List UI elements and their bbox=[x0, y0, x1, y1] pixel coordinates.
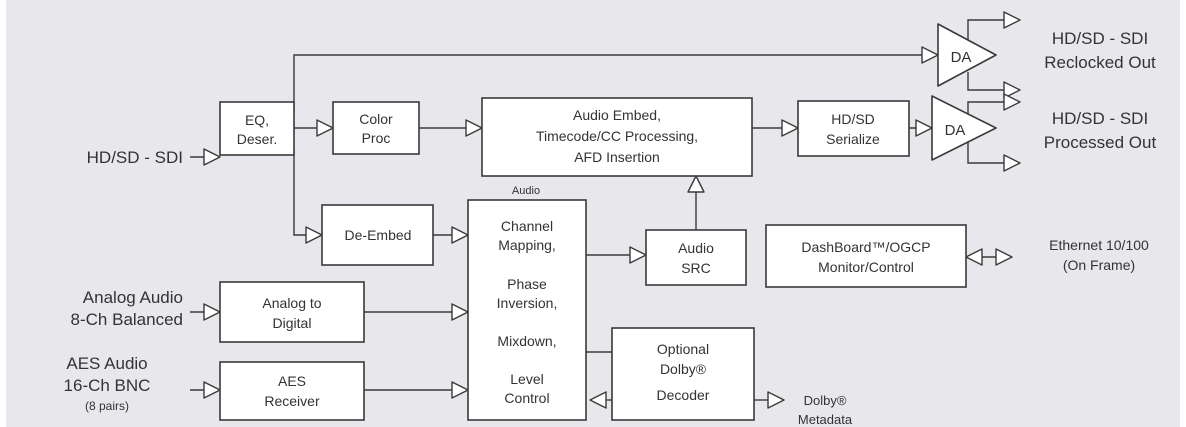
src-line-1: Audio bbox=[678, 240, 714, 256]
upper-da-triangle bbox=[937, 23, 997, 87]
output-ethernet-line-2: (On Frame) bbox=[1063, 257, 1135, 273]
arrow-embed-serialize bbox=[781, 119, 799, 137]
arrow-sdi-eq bbox=[203, 148, 221, 166]
serialize-line-1: HD/SD bbox=[831, 111, 875, 127]
input-aes-line-3: (8 pairs) bbox=[85, 399, 129, 413]
channel-line-2: Mapping, bbox=[498, 237, 556, 253]
block-eq-deser: EQ, Deser. bbox=[219, 101, 295, 156]
lower-da-triangle bbox=[931, 95, 997, 161]
embed-line-3: AFD Insertion bbox=[574, 149, 660, 165]
input-aes-line-1: AES Audio bbox=[66, 354, 147, 373]
output-processed-line-1: HD/SD - SDI bbox=[1052, 109, 1148, 128]
channel-line-1: Channel bbox=[501, 218, 553, 234]
output-reclocked-line-2: Reclocked Out bbox=[1044, 53, 1156, 72]
dashboard-line-2: Monitor/Control bbox=[818, 259, 914, 275]
wire-upper-da-out-bottom bbox=[967, 72, 1004, 91]
color-line-2: Proc bbox=[362, 130, 391, 146]
channel-line-3: Phase bbox=[507, 276, 547, 292]
eq-line-1: EQ, bbox=[245, 112, 269, 128]
input-analog-line-2: 8-Ch Balanced bbox=[71, 310, 183, 329]
arrow-aes-channel bbox=[451, 381, 469, 399]
channel-line-7: Control bbox=[504, 390, 549, 406]
channel-line-4: Inversion, bbox=[497, 295, 558, 311]
channel-line-5: Mixdown, bbox=[497, 333, 556, 349]
arrow-aes-receiver bbox=[203, 381, 221, 399]
ad-line-2: Digital bbox=[273, 315, 312, 331]
dashboard-line-1: DashBoard™/OGCP bbox=[801, 239, 930, 255]
wire-reclocked-path bbox=[293, 54, 938, 113]
diagram-background bbox=[6, 0, 1180, 427]
arrow-analog-ad bbox=[203, 303, 221, 321]
input-analog-line-1: Analog Audio bbox=[83, 288, 183, 307]
lower-distribution-amp: DA bbox=[931, 95, 997, 161]
output-metadata-line-2: Metadata bbox=[798, 412, 853, 427]
dolby-line-3: Decoder bbox=[657, 387, 710, 403]
block-dashboard: DashBoard™/OGCP Monitor/Control bbox=[765, 224, 967, 288]
block-dolby-decoder: Optional Dolby® Decoder bbox=[611, 327, 755, 421]
input-sdi-label: HD/SD - SDI bbox=[87, 148, 183, 167]
dolby-line-1: Optional bbox=[657, 341, 709, 357]
lower-da-label: DA bbox=[945, 122, 966, 139]
output-reclocked-line-1: HD/SD - SDI bbox=[1052, 29, 1148, 48]
arrow-color-embed bbox=[465, 119, 483, 137]
dolby-line-2: Dolby® bbox=[660, 361, 707, 377]
channel-line-6: Level bbox=[510, 371, 543, 387]
arrow-src-embed bbox=[687, 175, 705, 193]
aes-line-1: AES bbox=[278, 373, 306, 389]
output-ethernet-line-1: Ethernet 10/100 bbox=[1049, 237, 1149, 253]
arrow-reclocked-da bbox=[921, 46, 939, 64]
wire-lower-da-out-bottom bbox=[967, 138, 1004, 164]
block-de-embed: De-Embed bbox=[321, 204, 434, 266]
output-metadata-line-1: Dolby® bbox=[804, 393, 847, 408]
arrow-dashboard-ethernet bbox=[995, 248, 1013, 266]
block-color-proc: Color Proc bbox=[332, 101, 420, 155]
upper-da-label: DA bbox=[951, 49, 972, 66]
src-line-2: SRC bbox=[681, 260, 711, 276]
color-line-1: Color bbox=[359, 111, 393, 127]
arrow-eq-color bbox=[316, 119, 334, 137]
serialize-line-2: Serialize bbox=[826, 131, 880, 147]
upper-distribution-amp: DA bbox=[937, 23, 997, 87]
block-audio-src: Audio SRC bbox=[645, 229, 747, 286]
arrow-dolby-channel bbox=[589, 391, 607, 409]
output-processed-line-2: Processed Out bbox=[1044, 133, 1157, 152]
arrow-upper-out-1 bbox=[1003, 11, 1021, 29]
arrow-lower-out-2 bbox=[1003, 154, 1021, 172]
arrow-serialize-da bbox=[915, 119, 933, 137]
arrow-eq-deembed bbox=[305, 226, 323, 244]
arrow-dolby-metadata bbox=[767, 391, 785, 409]
aes-line-2: Receiver bbox=[264, 393, 320, 409]
arrow-lower-out-1 bbox=[1003, 93, 1021, 111]
arrow-ad-channel bbox=[451, 303, 469, 321]
eq-line-2: Deser. bbox=[237, 131, 277, 147]
block-audio-embed: Audio Embed, Timecode/CC Processing, AFD… bbox=[481, 97, 753, 177]
arrow-upper-out-2 bbox=[1003, 81, 1021, 99]
arrow-deembed-channel bbox=[451, 226, 469, 244]
audio-label: Audio bbox=[512, 185, 540, 197]
embed-line-1: Audio Embed, bbox=[573, 107, 661, 123]
embed-line-2: Timecode/CC Processing, bbox=[536, 128, 698, 144]
block-aes-receiver: AES Receiver bbox=[219, 361, 365, 421]
block-analog-to-digital: Analog to Digital bbox=[219, 281, 365, 343]
arrow-ethernet-dashboard bbox=[965, 248, 983, 266]
deembed-line-1: De-Embed bbox=[345, 227, 412, 243]
wire-lower-da-out-top bbox=[967, 101, 1004, 117]
input-aes-line-2: 16-Ch BNC bbox=[64, 376, 151, 395]
ad-line-1: Analog to bbox=[262, 295, 321, 311]
block-serialize: HD/SD Serialize bbox=[797, 100, 910, 157]
block-channel-mapping: Channel Mapping, Phase Inversion, Mixdow… bbox=[467, 199, 587, 421]
arrow-channel-src bbox=[629, 246, 647, 264]
